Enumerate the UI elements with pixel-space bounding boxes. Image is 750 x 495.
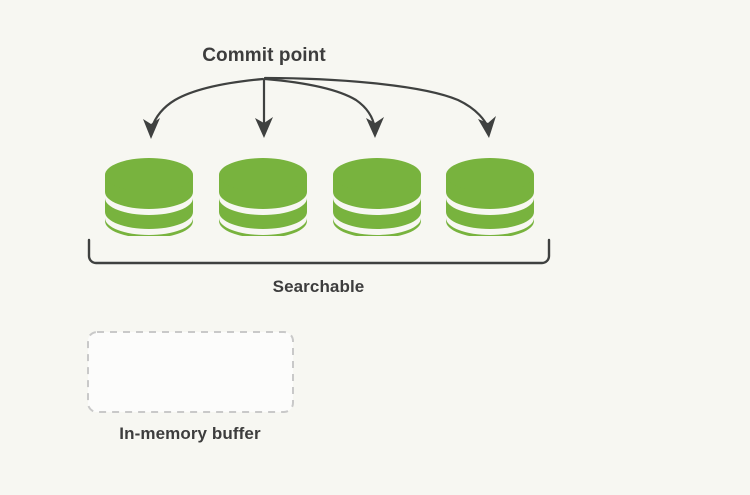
- shard-group: [105, 158, 534, 236]
- arrow-heads: [143, 116, 496, 139]
- arrow-to-shard-1: [149, 77, 265, 132]
- shard-cylinder-2: [219, 158, 307, 236]
- arrow-to-shard-3: [263, 77, 377, 132]
- arrowhead-1: [143, 118, 160, 139]
- arrowhead-2: [255, 117, 273, 138]
- arrow-to-shard-4: [263, 76, 491, 132]
- in-memory-buffer-box: [87, 331, 294, 413]
- in-memory-buffer-label: In-memory buffer: [119, 424, 261, 443]
- shard-cylinder-3: [333, 158, 421, 236]
- searchable-bracket: [87, 238, 551, 265]
- shard-cylinder-4: [446, 158, 534, 236]
- commit-point-arrows: [149, 76, 491, 132]
- arrowhead-4: [478, 116, 496, 138]
- searchable-label: Searchable: [272, 277, 365, 296]
- arrowhead-3: [366, 117, 384, 138]
- commit-point-label: Commit point: [202, 45, 326, 66]
- shard-cylinder-1: [105, 158, 193, 236]
